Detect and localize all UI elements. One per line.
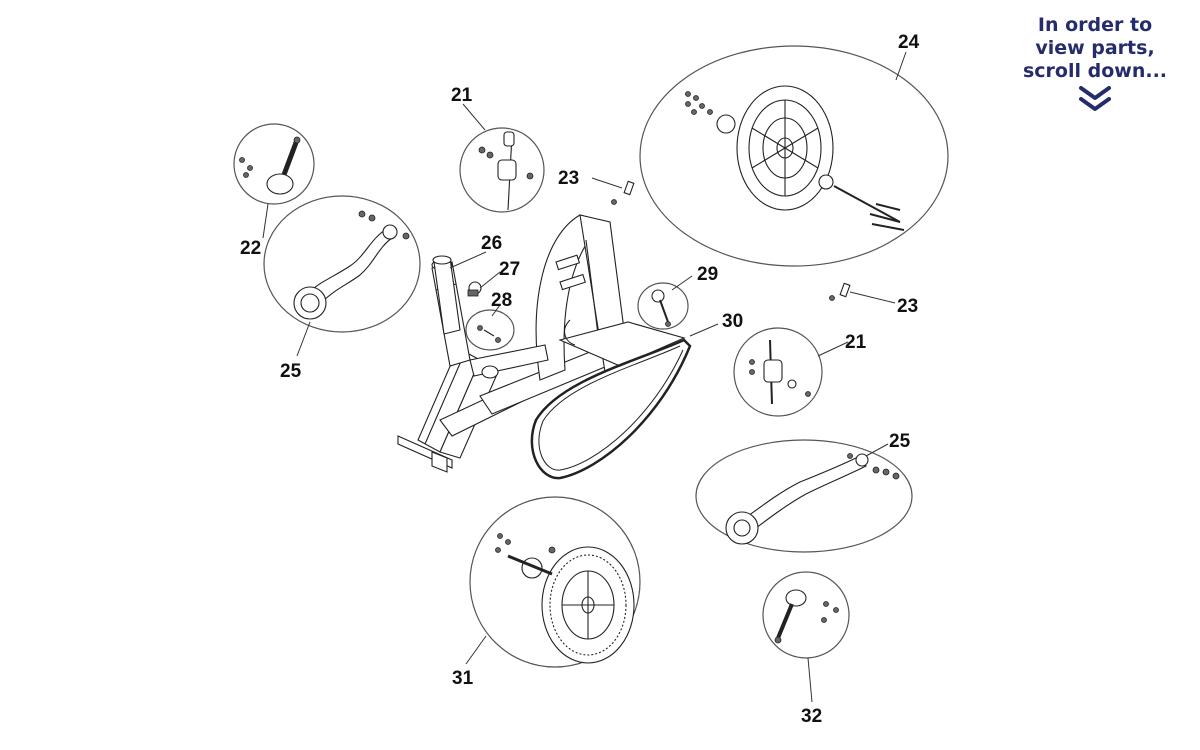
pedal-arm-link-25-right — [725, 453, 900, 545]
axle-assembly-21-lower — [749, 339, 811, 405]
double-chevron-down-icon[interactable] — [1075, 85, 1115, 113]
crank-arm-32 — [774, 589, 839, 644]
adjustment-knob-part — [467, 281, 482, 297]
callout-28: 28 — [491, 290, 512, 311]
tension-bracket-29 — [651, 289, 671, 327]
fastener-set-28 — [477, 325, 501, 343]
scroll-down-hint[interactable]: In order to view parts, scroll down... — [1000, 14, 1190, 113]
bolt-23-upper — [611, 180, 635, 205]
leader-lines — [262, 51, 907, 703]
bubble-25-left — [263, 195, 421, 333]
scroll-hint-line-2: view parts, — [1035, 37, 1155, 59]
fan-wheel-assembly-24 — [685, 85, 905, 231]
bubble-32 — [762, 571, 850, 659]
bolt-23-lower — [829, 282, 851, 301]
axle-assembly-21-upper — [478, 131, 534, 211]
callout-24: 24 — [898, 32, 920, 53]
callout-21-lower: 21 — [845, 332, 867, 353]
pedal-arm-link-25-left — [293, 210, 410, 320]
callout-25-right: 25 — [889, 431, 911, 452]
bike-frame — [397, 214, 686, 473]
seat-post-part — [432, 255, 461, 335]
fan-rotor-31 — [495, 533, 635, 664]
callout-29: 29 — [697, 264, 718, 285]
callout-23-upper: 23 — [558, 168, 579, 189]
callout-numbers: 21 22 25 23 24 26 27 28 29 30 23 21 25 3… — [240, 32, 920, 727]
callout-23-lower: 23 — [897, 296, 918, 317]
callout-32: 32 — [801, 706, 822, 727]
callout-27: 27 — [499, 259, 520, 280]
callout-21-upper: 21 — [451, 85, 473, 106]
callout-31: 31 — [452, 668, 474, 689]
crank-arm-22 — [239, 136, 301, 195]
callout-26: 26 — [481, 233, 502, 254]
scroll-hint-line-1: In order to — [1037, 14, 1153, 36]
callout-30: 30 — [722, 311, 743, 332]
callout-25-left: 25 — [280, 361, 302, 382]
callout-22: 22 — [240, 238, 261, 259]
drive-belt-30 — [530, 338, 692, 480]
bubble-28 — [465, 309, 515, 351]
scroll-hint-line-3: scroll down... — [1022, 60, 1168, 82]
